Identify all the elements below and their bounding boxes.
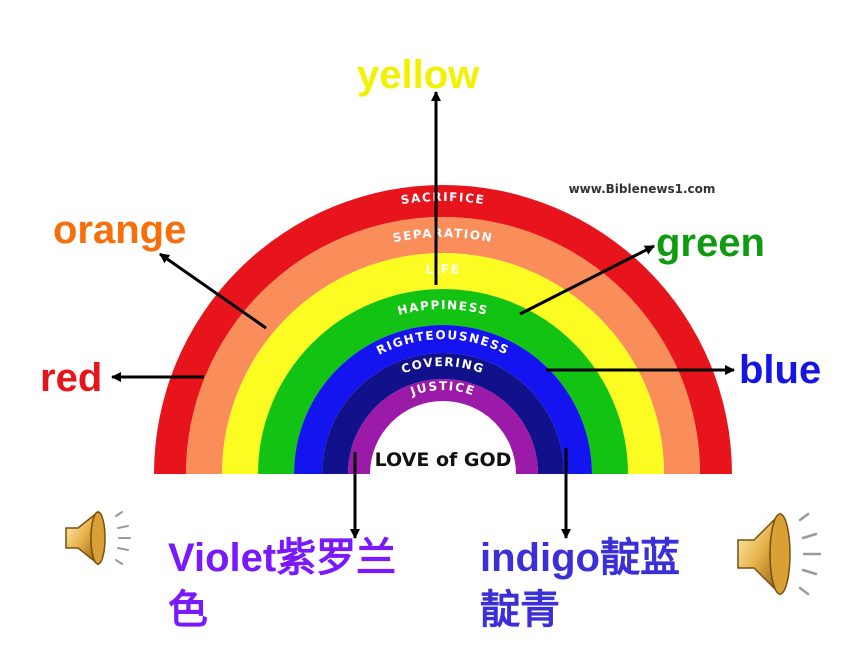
label-yellow: yellow: [357, 53, 480, 97]
band-word-sacrifice: SACRIFICE: [400, 190, 486, 207]
rainbow-bands: [154, 185, 732, 474]
band-word-happiness: HAPPINESS: [396, 298, 490, 318]
band-word-justice: JUSTICE: [408, 379, 478, 399]
pointer-arrows: [111, 91, 735, 539]
label-blue: blue: [739, 348, 822, 392]
label-indigo: indigo靛蓝 靛青: [480, 536, 680, 632]
label-orange: orange: [53, 208, 187, 252]
band-green: [258, 289, 628, 474]
band-violet: [348, 379, 538, 474]
speaker-icon[interactable]: [58, 506, 140, 570]
band-blue: [294, 325, 592, 474]
label-violet: Violet紫罗兰 色: [168, 536, 397, 632]
arrow-green: [519, 244, 655, 316]
center-text: LOVE of GOD: [375, 449, 512, 471]
band-yellow: [222, 253, 664, 474]
arrow-orange: [159, 252, 267, 330]
band-indigo: [322, 353, 564, 474]
band-orange: [186, 217, 700, 474]
band-word-covering: COVERING: [399, 355, 486, 376]
website-watermark: www.Biblenews1.com: [569, 182, 716, 196]
band-word-separation: SEPARATION: [392, 226, 495, 245]
speaker-icon[interactable]: [728, 506, 828, 602]
band-red: [154, 185, 732, 474]
band-word-life: LIFE: [425, 262, 461, 277]
label-red: red: [40, 356, 103, 400]
label-green: green: [656, 221, 765, 265]
